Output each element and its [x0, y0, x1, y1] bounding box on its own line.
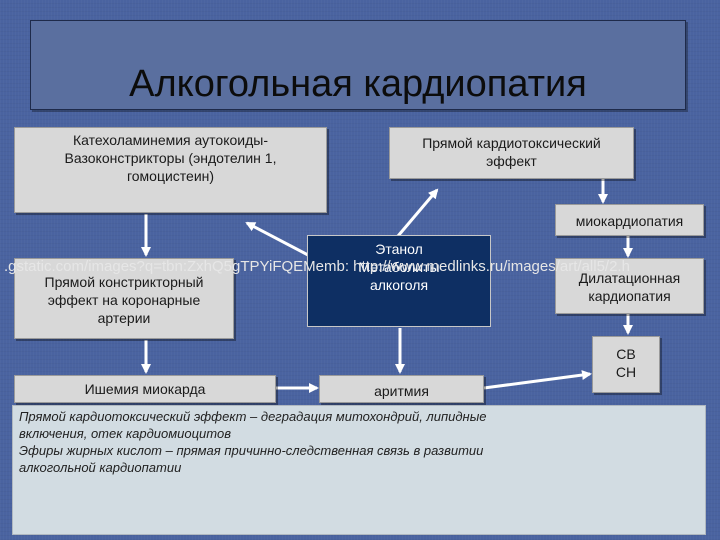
direct-cardiotoxic-line-2: эффект [486, 153, 537, 169]
metabolites-label: Метаболиты [358, 259, 440, 275]
arrhythmia-box: аритмия [319, 375, 484, 403]
sn-label: СН [615, 364, 637, 380]
ethanol-box: Этанол Метаболиты алкоголя [307, 235, 491, 327]
dilated-line-2: кардиопатия [588, 288, 671, 304]
title-box: Алкогольная кардиопатия [30, 20, 686, 110]
ischemia-label: Ишемия миокарда [84, 381, 206, 397]
cv-label: СВ [616, 346, 636, 362]
catecholamine-line-3: гомоцистеин) [126, 168, 215, 184]
note-box: Прямой кардиотоксический эффект – деград… [12, 405, 706, 535]
catecholamine-line-1: Катехоламинемия аутокоиды- [73, 132, 268, 148]
myocardiopathy-box: миокардиопатия [555, 204, 704, 236]
vasoconstrictor-line-2: эффект на коронарные [47, 292, 201, 308]
slide-title: Алкогольная кардиопатия [129, 63, 587, 105]
myocardiopathy-label: миокардиопатия [575, 213, 684, 229]
note-line-4: алкогольной кардиопатии [19, 460, 182, 475]
dilated-line-1: Дилатационная [578, 270, 681, 286]
direct-cardiotoxic-box: Прямой кардиотоксический эффект [389, 127, 634, 179]
arrhythmia-label: аритмия [374, 383, 429, 399]
arrow-ethanol-to-direct-effect [396, 188, 439, 237]
catecholamine-box: Катехоламинемия аутокоиды- Вазоконстрикт… [14, 127, 327, 213]
arrow-ethanol-to-catecholamine [245, 221, 309, 257]
cv-sn-box: СВ СН [592, 336, 660, 393]
catecholamine-line-2: Вазоконстрикторы (эндотелин 1, [64, 150, 277, 166]
vasoconstrictor-line-3: артерии [97, 310, 151, 326]
note-line-3: Эфиры жирных кислот – прямая причинно-сл… [19, 443, 484, 458]
vasoconstrictor-box: Прямой констрикторный эффект на коронарн… [14, 258, 234, 339]
alcohol-label: алкоголя [369, 277, 429, 293]
note-line-1: Прямой кардиотоксический эффект – деград… [19, 409, 487, 424]
arrow-arrhythmia-to-cv-sn [483, 370, 592, 390]
ischemia-box: Ишемия миокарда [14, 375, 276, 403]
ethanol-label: Этанол [375, 241, 423, 257]
note-line-2: включения, отек кардиомиоцитов [19, 426, 231, 441]
direct-cardiotoxic-line-1: Прямой кардиотоксический [422, 135, 601, 151]
dilated-cardiopathy-box: Дилатационная кардиопатия [555, 258, 704, 314]
vasoconstrictor-line-1: Прямой констрикторный [44, 274, 204, 290]
